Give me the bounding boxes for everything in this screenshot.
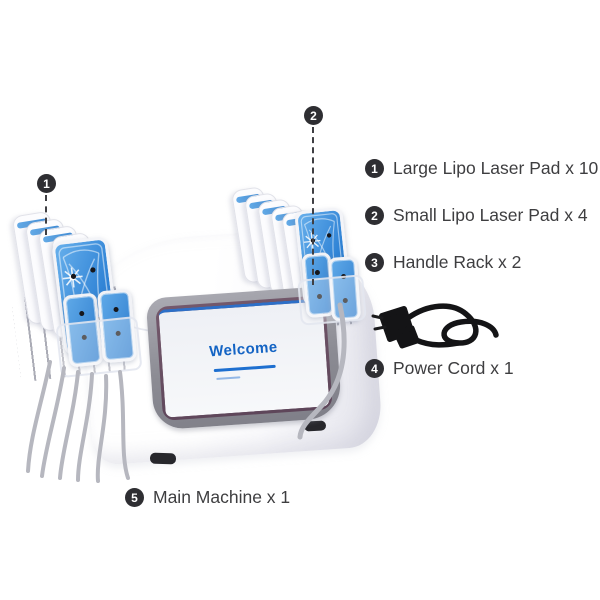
callout-1-line xyxy=(45,195,47,235)
legend-label-4: Power Cord x 1 xyxy=(393,358,514,378)
legend-item-main-machine: 5 Main Machine x 1 xyxy=(125,487,290,508)
callout-2-line xyxy=(312,127,314,285)
legend-badge-3: 3 xyxy=(365,253,384,272)
welcome-underline xyxy=(213,364,276,373)
legend-label-5: Main Machine x 1 xyxy=(153,487,291,507)
power-cord-image xyxy=(371,303,499,349)
legend-badge-4: 4 xyxy=(365,359,384,378)
welcome-subline xyxy=(216,376,241,380)
welcome-text: Welcome xyxy=(208,338,279,361)
legend-badge-5: 5 xyxy=(125,488,144,507)
legend-label-2: Small Lipo Laser Pad x 4 xyxy=(393,205,588,225)
callout-1-badge: 1 xyxy=(37,174,56,193)
legend-label-1: Large Lipo Laser Pad x 10 xyxy=(393,158,599,178)
legend-item-large-pad: 1 Large Lipo Laser Pad x 10 xyxy=(365,158,598,179)
legend-item-handle-rack: 3 Handle Rack x 2 xyxy=(365,252,521,273)
legend-label-3: Handle Rack x 2 xyxy=(393,252,522,272)
legend-badge-1: 1 xyxy=(365,159,384,178)
callout-2-badge: 2 xyxy=(304,106,323,125)
legend-badge-2: 2 xyxy=(365,206,384,225)
pad-cable-right xyxy=(297,302,347,440)
legend-item-small-pad: 2 Small Lipo Laser Pad x 4 xyxy=(365,205,588,226)
pad-cables-left xyxy=(26,360,130,483)
legend-item-power-cord: 4 Power Cord x 1 xyxy=(365,358,514,379)
